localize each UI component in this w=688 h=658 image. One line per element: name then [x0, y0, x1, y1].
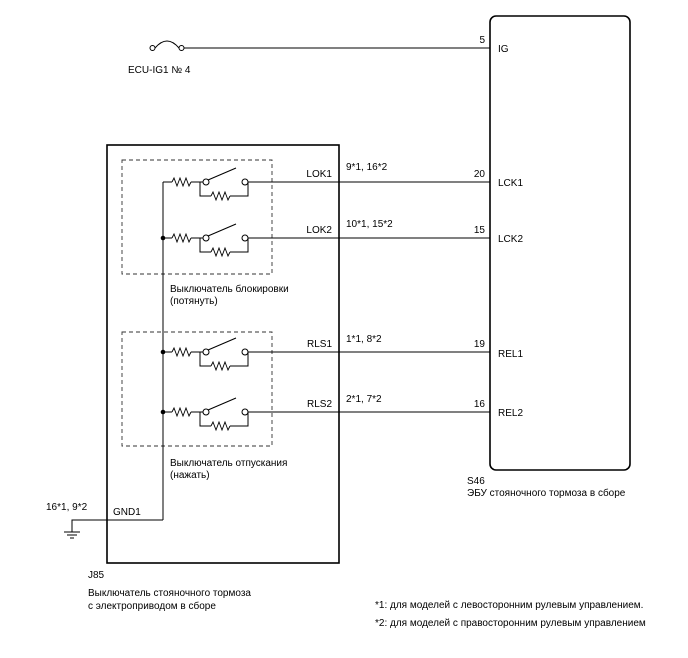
ecu-name: ЭБУ стояночного тормоза в сборе: [467, 487, 626, 499]
ecu-pin-num-lck2: 15: [474, 225, 486, 236]
ground-icon: [64, 531, 80, 539]
footnote-1: *1: для моделей с левосторонним рулевым …: [375, 600, 643, 611]
line-pins-lok2: 10*1, 15*2: [346, 219, 393, 230]
line-pins-lok1: 9*1, 16*2: [346, 162, 388, 173]
ecu-code: S46: [467, 476, 485, 487]
switch-lok2: [163, 223, 249, 258]
line-name-rls1: RLS1: [307, 339, 332, 350]
switch-assy-name-1: Выключатель стояночного тормоза: [88, 588, 251, 599]
line-name-rls2: RLS2: [307, 399, 332, 410]
ecu-pin-num-ig: 5: [479, 35, 485, 46]
ground-pins: 16*1, 9*2: [46, 502, 88, 513]
switch-rls1: [163, 337, 249, 372]
lock-switch-label-1: Выключатель блокировки: [170, 283, 289, 295]
ecu-box: [489, 15, 631, 471]
ground-wire: [71, 519, 163, 532]
footnote-2: *2: для моделей с правосторонним рулевым…: [375, 618, 646, 629]
fuse-symbol: [149, 40, 185, 51]
ecu-pin-num-rel2: 16: [474, 399, 486, 410]
switch-lok1: [163, 167, 249, 202]
ecu-pin-name-rel2: REL2: [498, 408, 523, 419]
line-name-lok2: LOK2: [306, 225, 332, 236]
release-switch-label-2: (нажать): [170, 470, 210, 481]
ecu-pin-num-lck1: 20: [474, 169, 486, 180]
line-pins-rls2: 2*1, 7*2: [346, 394, 382, 405]
lock-switch-group: [121, 159, 273, 275]
switch-assembly-box: [106, 144, 340, 564]
ecu-pin-num-rel1: 19: [474, 339, 486, 350]
ecu-pin-name-lck1: LCK1: [498, 178, 523, 189]
line-name-lok1: LOK1: [306, 169, 332, 180]
switch-rls2: [163, 397, 249, 432]
ecu-pin-name-ig: IG: [498, 44, 509, 55]
release-switch-group: [121, 331, 273, 447]
line-pins-rls1: 1*1, 8*2: [346, 334, 382, 345]
switch-assy-code: J85: [88, 570, 105, 581]
ground-name: GND1: [113, 507, 141, 518]
fuse-label: ECU-IG1 № 4: [128, 65, 191, 76]
switch-assy-name-2: с электроприводом в сборе: [88, 600, 216, 612]
lock-switch-label-2: (потянуть): [170, 296, 218, 307]
release-switch-label-1: Выключатель отпускания: [170, 458, 287, 469]
ecu-pin-name-lck2: LCK2: [498, 234, 523, 245]
ecu-pin-name-rel1: REL1: [498, 349, 523, 360]
